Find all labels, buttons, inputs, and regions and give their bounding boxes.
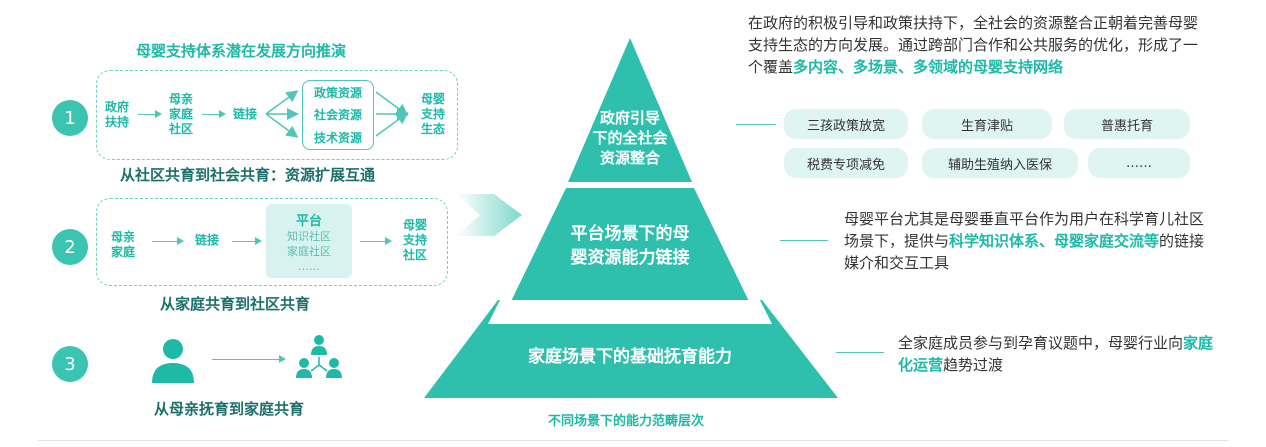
resource-policy: 政策资源 <box>313 85 362 100</box>
step-1-node-gov: 政府扶持 <box>104 100 129 129</box>
mother-person-icon <box>152 339 194 383</box>
platform-item-family: 家庭社区 <box>287 245 331 258</box>
step-1-subtitle: 从社区共育到社会共育：资源扩展互通 <box>120 166 376 184</box>
step-2-node-family: 母亲家庭 <box>110 230 135 259</box>
middle-leader-line <box>780 240 828 241</box>
pyramid-middle-tier <box>500 188 760 324</box>
step-1-node-community: 母亲家庭社区 <box>168 92 193 136</box>
resource-tech: 技术资源 <box>313 131 362 146</box>
pyramid-bottom-tier-shape <box>424 300 838 398</box>
pill-more: …… <box>1088 148 1190 178</box>
platform-item-more: …… <box>298 260 320 273</box>
pyramid <box>424 38 838 398</box>
step-1-arrow-a <box>138 110 162 118</box>
step-3-arrow <box>212 355 286 363</box>
step-2-arrow-a <box>152 237 184 245</box>
step-2-number: 2 <box>52 229 88 265</box>
step-2-box <box>96 198 448 286</box>
transition-arrow <box>456 194 522 236</box>
right-top-text: 在政府的积极引导和政策扶持下，全社会的资源整合正朝着完善母婴支持生态的方向发展。… <box>748 14 1199 76</box>
step-2-link: 链接 <box>194 233 219 247</box>
left-title: 母婴支持体系潜在发展方向推演 <box>136 42 347 60</box>
family-group-icon <box>296 335 342 378</box>
step-3-subtitle: 从母亲抚育到家庭共育 <box>154 400 305 418</box>
pill-tax-deduction: 税费专项减免 <box>784 148 908 178</box>
bottom-divider <box>38 440 1228 441</box>
pyramid-middle-label: 平台场景下的母婴资源能力链接 <box>570 224 690 268</box>
step-1-target: 母婴支持生态 <box>420 92 445 136</box>
step-2-subtitle: 从家庭共育到社区共育 <box>160 295 311 313</box>
platform-item-knowledge: 知识社区 <box>287 230 331 243</box>
step-2-arrow-c <box>360 237 392 245</box>
step-2-target: 母婴支持社区 <box>402 218 427 262</box>
pyramid-top-tier <box>568 38 692 182</box>
step-1-number: 1 <box>52 100 88 136</box>
right-middle-text: 母婴平台尤其是母婴垂直平台作为用户在科学育儿社区场景下，提供与科学知识体系、母婴… <box>844 210 1205 272</box>
pill-birth-allowance: 生育津贴 <box>922 109 1052 139</box>
pill-assisted-reproduction: 辅助生殖纳入医保 <box>922 148 1078 178</box>
step-1-resources-box: 政策资源 社会资源 技术资源 <box>302 80 374 150</box>
step-3-number: 3 <box>52 346 88 382</box>
pyramid-top-label: 政府引导下的全社会资源整合 <box>592 109 668 167</box>
step-1-fan-arrows-left <box>265 90 299 138</box>
top-leader-line <box>736 124 776 125</box>
platform-title: 平台 <box>295 214 322 229</box>
step-1-fan-arrows-right <box>375 91 409 137</box>
pyramid-bottom-label: 家庭场景下的基础抚育能力 <box>528 347 732 367</box>
step-2-platform-box: 平台 知识社区 家庭社区 …… <box>266 204 352 278</box>
step-2-arrow-b <box>232 237 262 245</box>
step-1-box <box>96 70 458 160</box>
right-bottom-text: 全家庭成员参与到孕育议题中，母婴行业向家庭化运营趋势过渡 <box>898 334 1214 374</box>
resource-social: 社会资源 <box>313 108 362 123</box>
pill-three-child: 三孩政策放宽 <box>784 109 908 139</box>
pyramid-caption: 不同场景下的能力范畴层次 <box>548 414 705 429</box>
step-1-arrow-b <box>202 110 226 118</box>
pill-childcare: 普惠托育 <box>1064 109 1190 139</box>
bottom-leader-line <box>836 352 884 353</box>
step-1-link: 链接 <box>232 107 257 121</box>
